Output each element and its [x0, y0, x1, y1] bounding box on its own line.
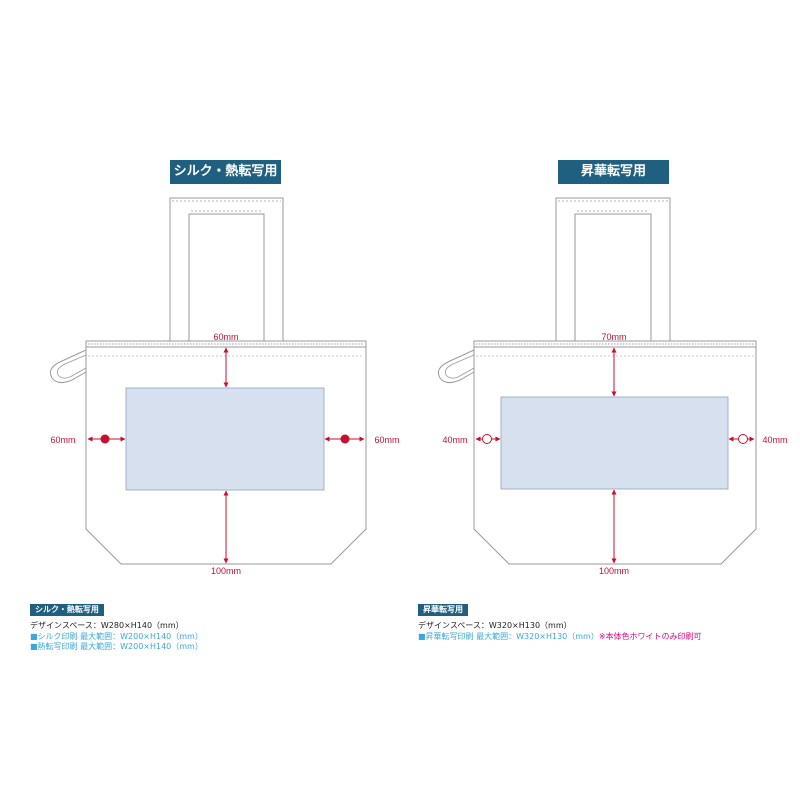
right-spec-line-1-text: ■昇華転写印刷 最大範囲：W320×H130（mm）: [418, 632, 599, 641]
left-spec-line-1: ■シルク印刷 最大範囲：W200×H140（mm）: [30, 632, 203, 641]
left-right-dot: [340, 434, 350, 444]
right-legend-tag: 昇華転写用: [418, 604, 468, 616]
left-bottom-dim: 100mm: [211, 566, 241, 576]
right-design-space: デザインスペース：W320×H130（mm）: [418, 621, 572, 630]
left-bag: 60mm 60mm 60mm 100mm: [49, 197, 400, 576]
left-print-area: [125, 387, 325, 491]
right-top-dim: 70mm: [601, 332, 626, 342]
left-bag-handle: [169, 197, 284, 346]
right-bag-handle: [555, 197, 671, 346]
left-left-dim: 60mm: [50, 435, 75, 445]
right-left-dim: 40mm: [442, 435, 467, 445]
left-legend-tag: シルク・熱転写用: [30, 604, 104, 616]
left-top-dim: 60mm: [213, 332, 238, 342]
left-bag-zipper-pull: [49, 349, 87, 384]
right-right-dot: [738, 434, 748, 444]
left-design-space: デザインスペース：W280×H140（mm）: [30, 621, 184, 630]
right-spec-line-1: ■昇華転写印刷 最大範囲：W320×H130（mm）※本体色ホワイトのみ印刷可: [418, 631, 702, 643]
right-bag-zipper-pull: [437, 349, 475, 384]
right-header: 昇華転写用: [558, 160, 669, 184]
left-header: シルク・熱転写用: [170, 160, 281, 184]
right-right-dim: 40mm: [762, 435, 787, 445]
right-left-dot: [482, 434, 492, 444]
right-bottom-dim: 100mm: [599, 566, 629, 576]
right-spec-note: ※本体色ホワイトのみ印刷可: [598, 632, 702, 641]
left-left-dot: [100, 434, 110, 444]
right-bag: 70mm 40mm 40mm 100mm: [437, 197, 788, 576]
left-right-dim: 60mm: [374, 435, 399, 445]
right-print-area: [500, 396, 729, 490]
left-spec-line-2: ■熱転写印刷 最大範囲：W200×H140（mm）: [30, 642, 203, 651]
